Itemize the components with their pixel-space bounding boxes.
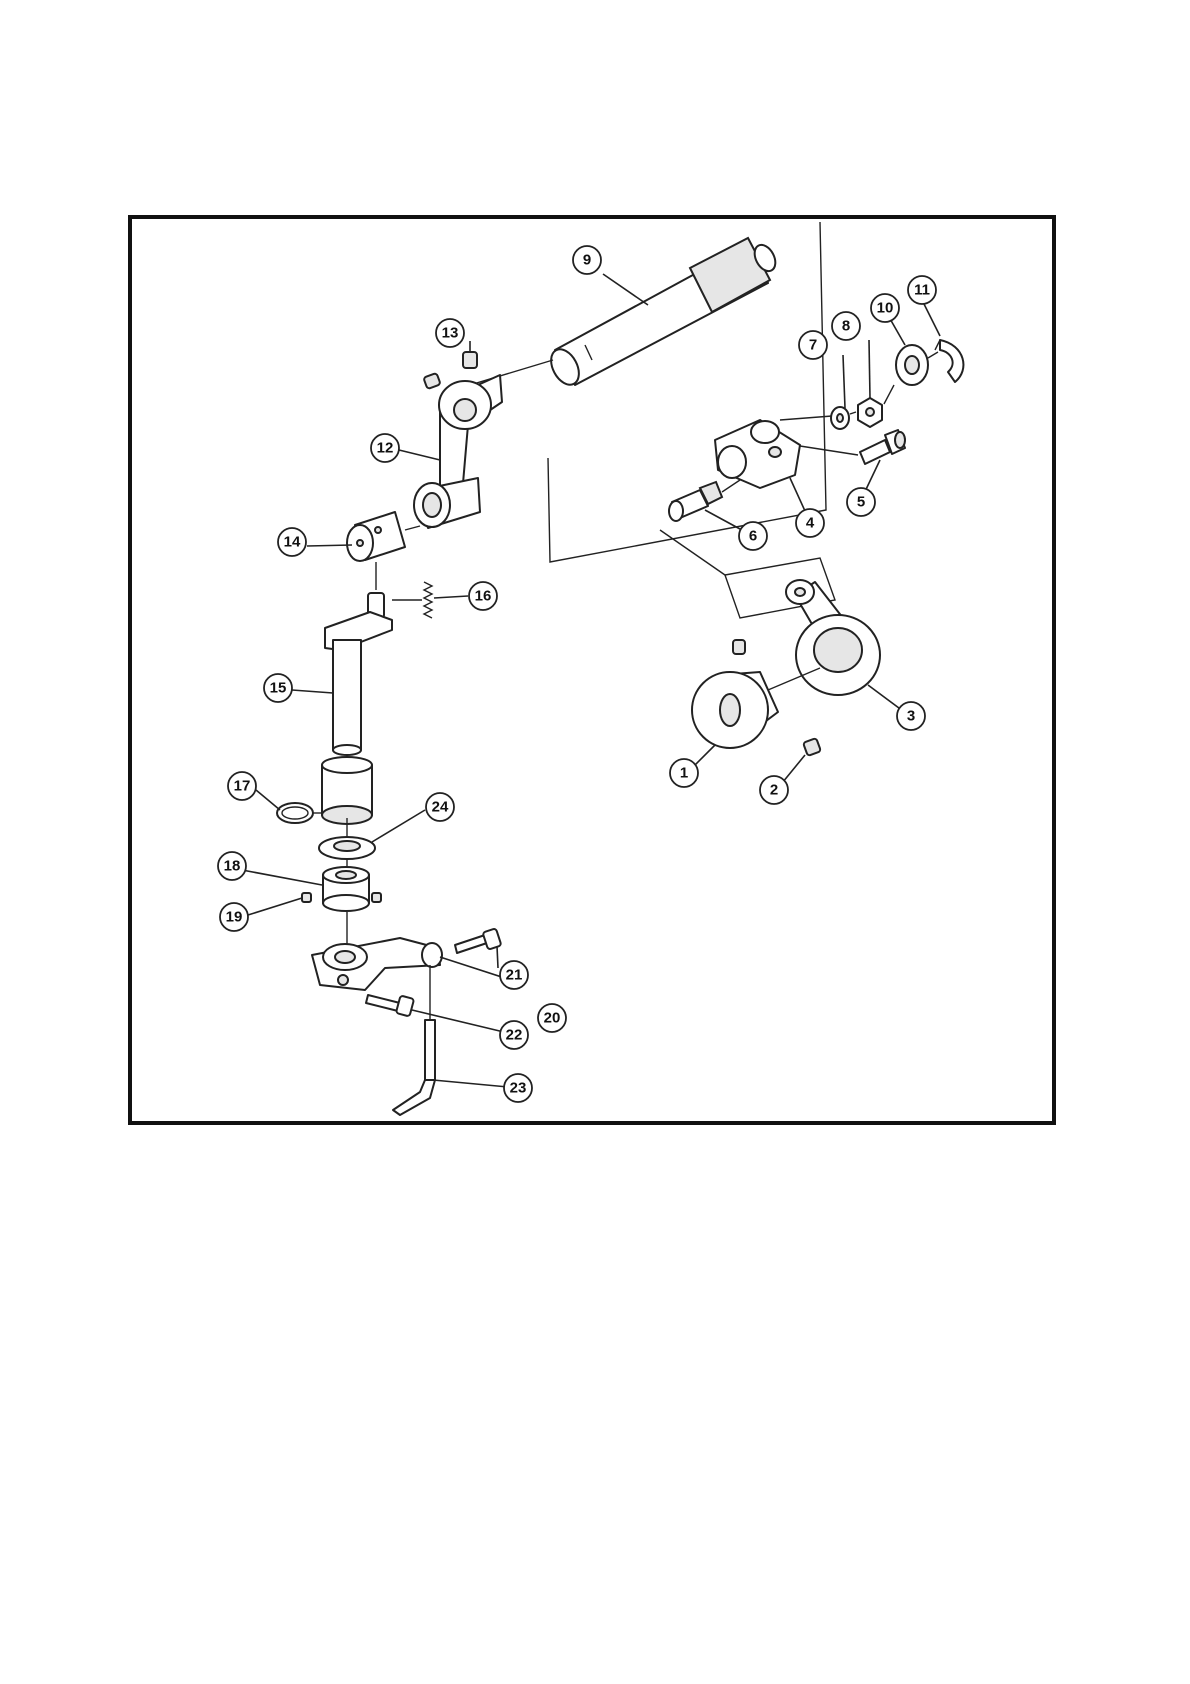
svg-text:6: 6 — [749, 528, 757, 545]
callout-23: 23 — [504, 1074, 532, 1102]
part-12-crank-arm — [414, 375, 502, 528]
svg-text:5: 5 — [857, 494, 865, 511]
callout-8: 8 — [832, 312, 860, 340]
part-18-collar — [323, 867, 369, 911]
part-16-spring — [424, 582, 432, 618]
callout-22: 22 — [500, 1021, 528, 1049]
assembly-line-9 — [470, 360, 553, 385]
callout-5: 5 — [847, 488, 875, 516]
part-24-washer — [319, 837, 375, 859]
part-4-bracket — [715, 420, 800, 488]
svg-text:9: 9 — [583, 252, 591, 269]
part-5-screw — [860, 430, 905, 464]
svg-text:20: 20 — [544, 1010, 561, 1027]
svg-text:18: 18 — [224, 858, 241, 875]
callout-16: 16 — [469, 582, 497, 610]
svg-text:11: 11 — [914, 282, 930, 299]
svg-text:3: 3 — [907, 708, 915, 725]
callout-10: 10 — [871, 294, 899, 322]
callout-9: 9 — [573, 246, 601, 274]
svg-text:2: 2 — [770, 782, 778, 799]
callout-2: 2 — [760, 776, 788, 804]
part-3-eccentric-ring — [786, 580, 880, 695]
svg-text:16: 16 — [475, 588, 492, 605]
part-17-ring — [277, 803, 313, 823]
part-14-collar — [347, 512, 405, 561]
svg-text:17: 17 — [234, 778, 251, 795]
svg-text:21: 21 — [506, 967, 523, 984]
part-1-eccentric-cam — [692, 640, 778, 748]
callout-19: 19 — [220, 903, 248, 931]
part-20-lower-arm — [312, 938, 442, 990]
part-21-screw — [455, 928, 501, 953]
part-2-set-screw — [803, 738, 821, 756]
assembly-line-5 — [800, 446, 858, 455]
svg-text:19: 19 — [226, 909, 243, 926]
svg-text:12: 12 — [377, 440, 394, 457]
svg-text:15: 15 — [270, 680, 287, 697]
callout-20: 20 — [538, 1004, 566, 1032]
bushing — [322, 757, 372, 824]
callout-21: 21 — [500, 961, 528, 989]
callout-12: 12 — [371, 434, 399, 462]
callout-3: 3 — [897, 702, 925, 730]
callout-15: 15 — [264, 674, 292, 702]
part-22-screw — [366, 995, 414, 1017]
part-15-rod — [325, 593, 392, 755]
svg-text:7: 7 — [809, 337, 817, 354]
svg-text:1: 1 — [680, 765, 688, 782]
svg-text:14: 14 — [284, 534, 301, 551]
callout-4: 4 — [796, 509, 824, 537]
callout-1: 1 — [670, 759, 698, 787]
part-8-nut — [858, 398, 882, 427]
svg-text:10: 10 — [877, 300, 894, 317]
part-10-washer — [896, 345, 928, 385]
callout-14: 14 — [278, 528, 306, 556]
assembly-line-6 — [722, 480, 740, 492]
part-7-washer — [831, 407, 849, 429]
svg-text:4: 4 — [806, 515, 815, 532]
part-23-needle — [393, 1020, 435, 1115]
svg-text:22: 22 — [506, 1027, 523, 1044]
callout-7: 7 — [799, 331, 827, 359]
link-line — [660, 530, 725, 575]
callout-17: 17 — [228, 772, 256, 800]
callout-24: 24 — [426, 793, 454, 821]
callout-11: 11 — [908, 276, 936, 304]
svg-text:23: 23 — [510, 1080, 527, 1097]
svg-text:8: 8 — [842, 318, 850, 335]
callout-18: 18 — [218, 852, 246, 880]
callout-13: 13 — [436, 319, 464, 347]
callout-6: 6 — [739, 522, 767, 550]
part-11-e-ring — [935, 340, 963, 382]
svg-text:13: 13 — [442, 325, 459, 342]
assembly-line-14 — [405, 526, 420, 530]
svg-text:24: 24 — [432, 799, 449, 816]
